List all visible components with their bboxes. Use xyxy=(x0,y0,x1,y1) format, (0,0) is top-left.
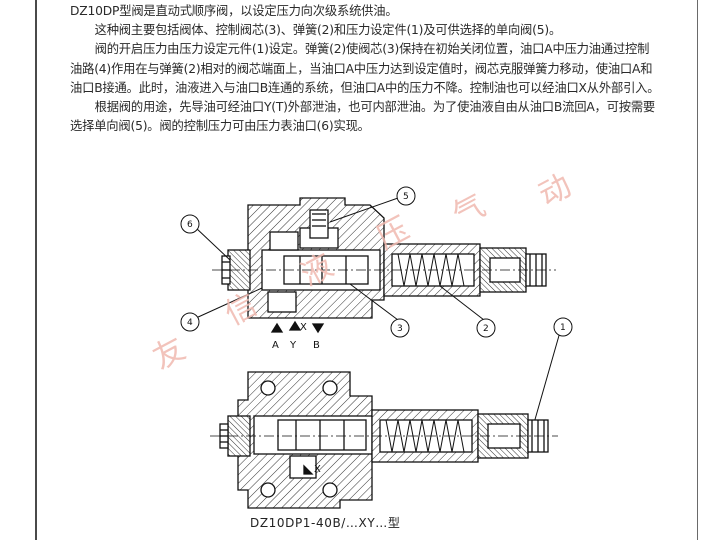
figure-caption: DZ10DP1-40B/…XY…型 xyxy=(250,516,401,530)
lower-section-view xyxy=(210,371,558,509)
callout-1-circle xyxy=(553,317,573,337)
callout-1-number: 1 xyxy=(560,323,566,333)
port-x-lower-label: X xyxy=(314,464,321,475)
port-b-label: B xyxy=(313,340,320,351)
port-x-lower-marker xyxy=(303,464,314,475)
port-x-label: X xyxy=(300,322,307,333)
paragraph-operation: 阀的开启压力由压力设定元件(1)设定。弹簧(2)使阀芯(3)保持在初始关闭位置，… xyxy=(70,42,660,95)
valve-sectional-drawing: A Y X B 6 5 4 3 2 1 xyxy=(180,186,573,509)
callout-6-circle xyxy=(180,214,200,234)
paragraph-intro: DZ10DP型阀是直动式顺序阀，以设定压力向次级系统供油。 xyxy=(70,4,398,18)
description-text: DZ10DP型阀是直动式顺序阀，以设定压力向次级系统供油。 这种阀主要包括阀体、… xyxy=(70,2,660,136)
port-y-label: Y xyxy=(289,340,297,351)
port-b-marker xyxy=(311,323,325,334)
page-frame-left-rule xyxy=(35,0,37,540)
callout-3-number: 3 xyxy=(397,324,403,334)
port-a-marker xyxy=(270,322,284,333)
spring-lower xyxy=(385,419,465,453)
callout-3-circle xyxy=(390,318,410,338)
callout-5-number: 5 xyxy=(403,192,409,202)
paragraph-components: 这种阀主要包括阀体、控制阀芯(3)、弹簧(2)和压力设定件(1)及可供选择的单向… xyxy=(94,23,562,38)
upper-section-view xyxy=(212,197,556,334)
callout-6-number: 6 xyxy=(187,220,193,230)
paragraph-drain: 根据阀的用途，先导油可经油口Y(T)外部泄油，也可内部泄油。为了使油液自由从油口… xyxy=(70,100,656,134)
callout-2-number: 2 xyxy=(483,324,489,334)
port-a-label: A xyxy=(272,340,279,351)
callout-5-circle xyxy=(396,186,416,206)
callout-4-number: 4 xyxy=(187,318,193,328)
callout-2-circle xyxy=(476,318,496,338)
port-y-marker xyxy=(288,320,302,331)
callout-4-circle xyxy=(180,312,200,332)
page-frame-right-rule xyxy=(697,0,698,540)
